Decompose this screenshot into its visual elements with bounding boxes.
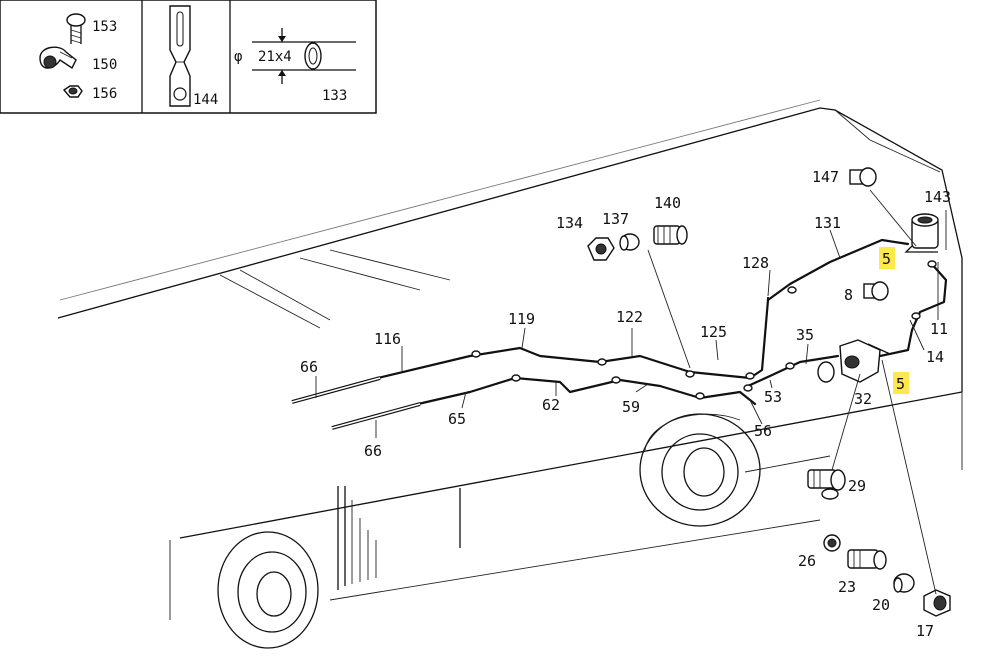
- callout-65: 65: [448, 410, 466, 428]
- reservoir-143: [904, 213, 939, 253]
- clamp-icon: [39, 46, 77, 70]
- callout-56: 56: [754, 422, 772, 440]
- callout-116: 116: [374, 330, 401, 348]
- callout-23: 23: [838, 578, 856, 596]
- highlight-callout-5-top: [879, 247, 895, 269]
- callout-20: 20: [872, 596, 890, 614]
- callout-137: 137: [602, 210, 629, 228]
- callout-62: 62: [542, 396, 560, 414]
- leader-lines: [315, 189, 947, 595]
- callout-59: 59: [622, 398, 640, 416]
- legend-label-144: 144: [193, 92, 218, 108]
- bolt-icon: [66, 13, 86, 44]
- legend-label-156: 156: [92, 86, 117, 102]
- callout-147: 147: [812, 168, 839, 186]
- callout-29: 29: [848, 477, 866, 495]
- legend-box: 153 150 156 144 φ 21x4 133: [0, 0, 377, 114]
- part-8: [863, 281, 889, 301]
- bus-outline: [57, 99, 963, 620]
- part-134: [587, 237, 615, 261]
- rear-wheel: [639, 413, 761, 527]
- callout-125: 125: [700, 323, 727, 341]
- callout-119: 119: [508, 310, 535, 328]
- callout-14: 14: [926, 348, 944, 366]
- part-23: [847, 549, 887, 570]
- valve-assembly: [817, 339, 891, 383]
- highlight-callout-5-bottom: [893, 372, 909, 394]
- callout-66-top: 66: [300, 358, 318, 376]
- part-17: [923, 589, 951, 617]
- callout-26: 26: [798, 552, 816, 570]
- legend-label-150: 150: [92, 57, 117, 73]
- part-20: [893, 573, 915, 593]
- callout-143: 143: [924, 188, 951, 206]
- callout-140: 140: [654, 194, 681, 212]
- callout-131: 131: [814, 214, 841, 232]
- callout-35: 35: [796, 326, 814, 344]
- nut-icon: [62, 85, 83, 98]
- front-wheel: [217, 531, 319, 649]
- callout-66-bottom: 66: [364, 442, 382, 460]
- part-147: [849, 167, 877, 187]
- callout-32: 32: [854, 390, 872, 408]
- part-137: [619, 233, 640, 251]
- part-29: [807, 469, 846, 500]
- callout-5-top: 5: [882, 250, 891, 268]
- callout-5-bottom: 5: [896, 375, 905, 393]
- hose-dimension-icon: [252, 28, 356, 84]
- callout-17: 17: [916, 622, 934, 640]
- callout-8: 8: [844, 286, 853, 304]
- callout-134: 134: [556, 214, 583, 232]
- hose-diameter-symbol: φ: [234, 49, 242, 65]
- callout-53: 53: [764, 388, 782, 406]
- legend-label-153: 153: [92, 19, 117, 35]
- callout-122: 122: [616, 308, 643, 326]
- part-26: [823, 534, 841, 552]
- part-140: [653, 225, 688, 245]
- callout-11: 11: [930, 320, 948, 338]
- legend-label-133: 133: [322, 88, 347, 104]
- strap-icon: [169, 5, 191, 107]
- pipe-routing: [291, 238, 948, 430]
- hose-size-label: 21x4: [258, 49, 292, 65]
- callout-128: 128: [742, 254, 769, 272]
